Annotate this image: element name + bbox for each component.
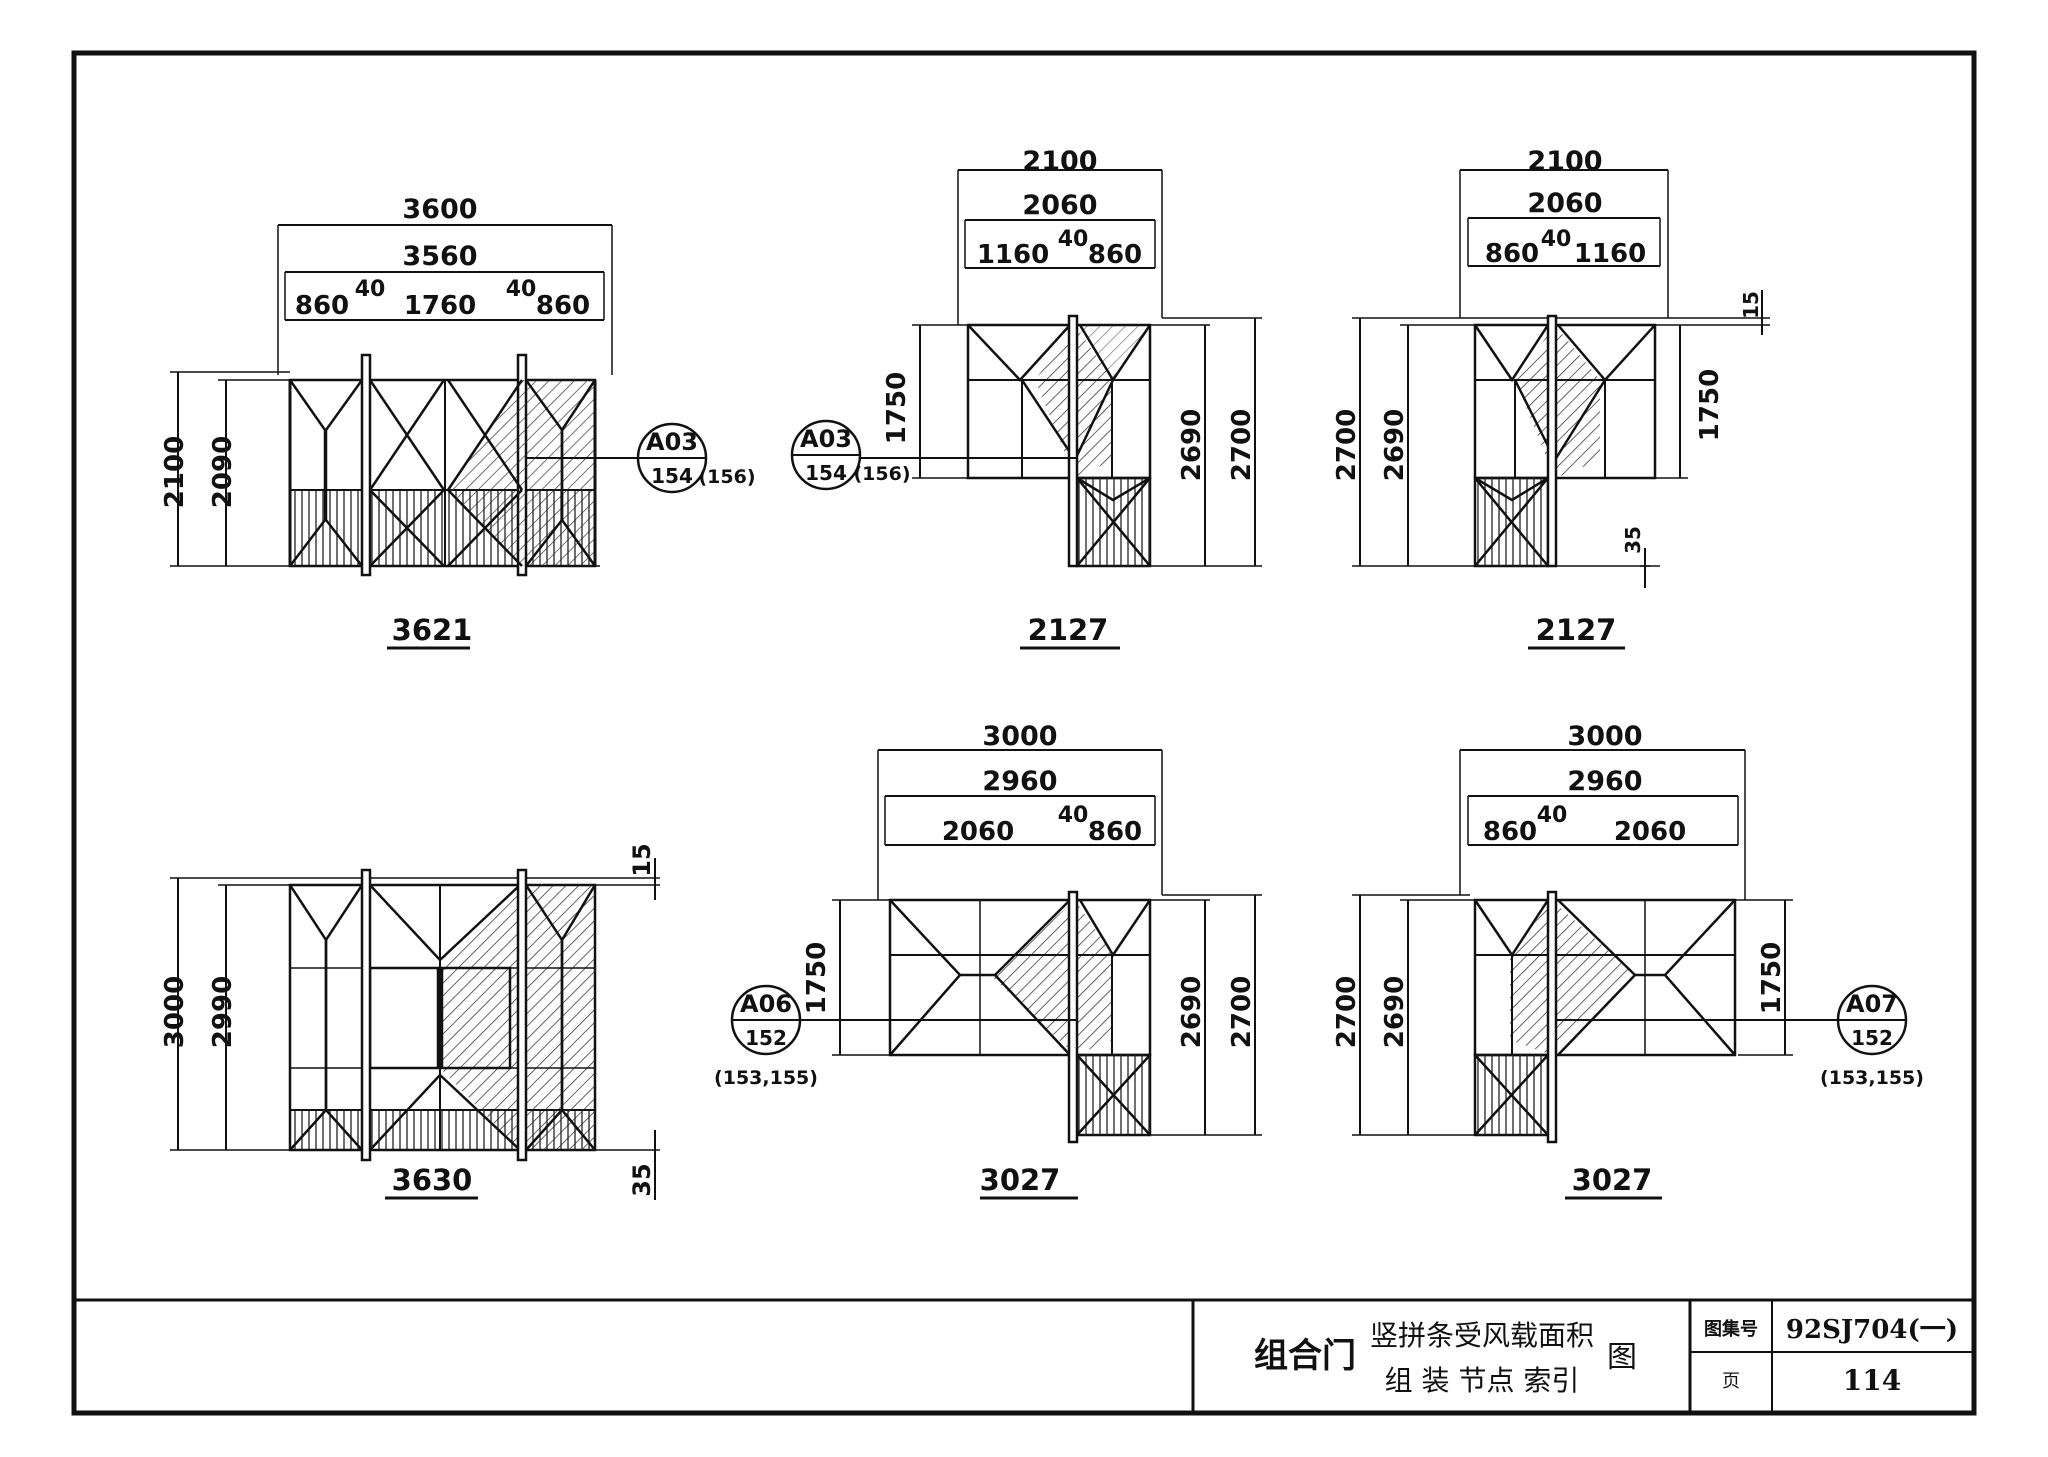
dim-3630-h-inner: 2990 — [208, 976, 238, 1048]
dim-3027b-right-leaf: 2060 — [1614, 817, 1686, 847]
page-number: 114 — [1843, 1364, 1901, 1397]
dim-2127a-mullion: 40 — [1058, 227, 1089, 252]
dim-3027a-h-outer: 2700 — [1227, 976, 1257, 1048]
dim-3621-right-leaf: 860 — [536, 291, 590, 321]
panel-3027-b — [1352, 749, 1805, 1200]
dim-3027a-left-leaf: 2060 — [942, 817, 1014, 847]
panel-3027-a — [832, 749, 1262, 1200]
dim-2127b-mullion: 40 — [1541, 227, 1572, 252]
callout-a03-right: A03 154 (156) — [790, 419, 1077, 491]
panel-2127-a-labels: 2100 2060 1160 40 860 1750 2690 2700 212… — [790, 146, 1257, 647]
dim-2127a-left-leaf: 1160 — [977, 240, 1049, 270]
callout-a07: A07 152 (153,155) — [1805, 984, 1924, 1089]
dim-3027a-overall: 3000 — [982, 721, 1057, 752]
dim-2127a-upper: 1750 — [882, 372, 912, 444]
dim-3630-bottom: 35 — [628, 1163, 656, 1196]
dim-3027b-inner: 2960 — [1567, 766, 1642, 797]
panel-2127-b-labels: 2100 2060 860 40 1160 15 1750 35 2700 26… — [1332, 146, 1763, 647]
dim-3027b-h-outer: 2700 — [1332, 976, 1362, 1048]
callout-a03-left-alt: (156) — [698, 466, 755, 488]
atlas-number: 92SJ704(一) — [1786, 1315, 1958, 1345]
dim-2127a-right-leaf: 860 — [1088, 240, 1142, 270]
panel-3621-labels: 3600 3560 860 40 1760 40 860 2100 2090 3… — [160, 194, 756, 647]
dim-3027b-left-leaf: 860 — [1483, 817, 1537, 847]
title-suffix: 图 — [1607, 1340, 1637, 1375]
title-main: 组合门 — [1254, 1336, 1356, 1376]
dim-2127b-upper: 1750 — [1695, 369, 1725, 441]
dim-3630-top: 15 — [628, 843, 656, 876]
panel-3630-labels: 3000 2990 15 35 3630 — [160, 843, 656, 1197]
dim-3027b-mullion: 40 — [1537, 803, 1568, 828]
callout-a06: A06 152 (153,155) — [714, 984, 1077, 1089]
dim-2127b-top: 15 — [1739, 291, 1763, 319]
callout-a03-right-alt: (156) — [853, 463, 910, 485]
panel-3027a-label: 3027 — [980, 1163, 1061, 1197]
callout-a07-page: 152 — [1851, 1026, 1893, 1050]
callout-a06-page: 152 — [745, 1026, 787, 1050]
title-line-1: 竖拼条受风载面积 — [1370, 1319, 1594, 1352]
sheet-border — [71, 50, 1977, 1416]
dim-3027b-upper: 1750 — [1757, 942, 1787, 1014]
panel-3027b-label: 3027 — [1572, 1163, 1653, 1197]
dim-2127b-h-inner: 2690 — [1380, 409, 1410, 481]
dim-3621-mullion-a: 40 — [355, 277, 386, 302]
panel-2127a-label: 2127 — [1028, 613, 1109, 647]
panel-2127-a — [912, 169, 1262, 650]
dim-2127b-right-leaf: 1160 — [1574, 239, 1646, 269]
panel-3027-b-labels: 3000 2960 860 40 2060 2700 2690 1750 302… — [1332, 721, 1924, 1197]
title-block — [76, 1298, 1972, 1411]
callout-a07-code: A07 — [1846, 990, 1898, 1018]
dim-3630-h-outer: 3000 — [160, 976, 190, 1048]
dim-3027a-upper: 1750 — [802, 942, 832, 1014]
callout-a03-right-page: 154 — [805, 461, 847, 485]
dim-3027a-mullion: 40 — [1058, 803, 1089, 828]
callout-a06-code: A06 — [740, 990, 792, 1018]
dim-2127b-left-leaf: 860 — [1485, 239, 1539, 269]
callout-a03-left: A03 154 (156) — [636, 422, 756, 494]
title-block-text: 组合门 竖拼条受风载面积 组 装 节点 索引 图 图集号 92SJ704(一) … — [1254, 1315, 1958, 1397]
panel-3621 — [170, 224, 640, 650]
callout-a07-alt: (153,155) — [1820, 1067, 1924, 1089]
dim-3621-h-inner: 2090 — [208, 436, 238, 508]
dim-2127b-bottom: 35 — [1621, 526, 1645, 554]
dim-2127b-overall: 2100 — [1527, 146, 1602, 177]
panel-2127-b — [1352, 169, 1770, 650]
dim-2127a-h-outer: 2700 — [1227, 409, 1257, 481]
panel-2127b-label: 2127 — [1536, 613, 1617, 647]
dim-2127a-inner: 2060 — [1022, 190, 1097, 221]
dim-3621-left-leaf: 860 — [295, 291, 349, 321]
dim-3621-center: 1760 — [404, 291, 476, 321]
dim-3621-mullion-b: 40 — [506, 277, 537, 302]
dim-3621-h-outer: 2100 — [160, 436, 190, 508]
dim-3027a-right-leaf: 860 — [1088, 817, 1142, 847]
dim-2127a-h-inner: 2690 — [1177, 409, 1207, 481]
dim-3027a-h-inner: 2690 — [1177, 976, 1207, 1048]
callout-a03-left-page: 154 — [651, 464, 693, 488]
atlas-label: 图集号 — [1704, 1318, 1758, 1340]
dim-2127b-inner: 2060 — [1527, 188, 1602, 219]
dim-2127a-overall: 2100 — [1022, 146, 1097, 177]
dim-2127b-h-outer: 2700 — [1332, 409, 1362, 481]
dim-3027b-h-inner: 2690 — [1380, 976, 1410, 1048]
callout-a06-alt: (153,155) — [714, 1067, 818, 1089]
dim-3027a-inner: 2960 — [982, 766, 1057, 797]
page-label: 页 — [1722, 1371, 1740, 1392]
panel-3630-label: 3630 — [392, 1163, 473, 1197]
dim-3621-overall: 3600 — [402, 194, 477, 225]
dim-3027b-overall: 3000 — [1567, 721, 1642, 752]
dim-3621-inner: 3560 — [402, 241, 477, 272]
callout-a03-right-code: A03 — [800, 425, 852, 453]
panel-3621-label: 3621 — [392, 613, 473, 647]
panel-3027-a-labels: 3000 2960 2060 40 860 1750 2690 2700 302… — [714, 721, 1257, 1197]
callout-a03-left-code: A03 — [646, 428, 698, 456]
panel-3630 — [170, 858, 660, 1200]
title-line-2: 组 装 节点 索引 — [1385, 1364, 1580, 1397]
